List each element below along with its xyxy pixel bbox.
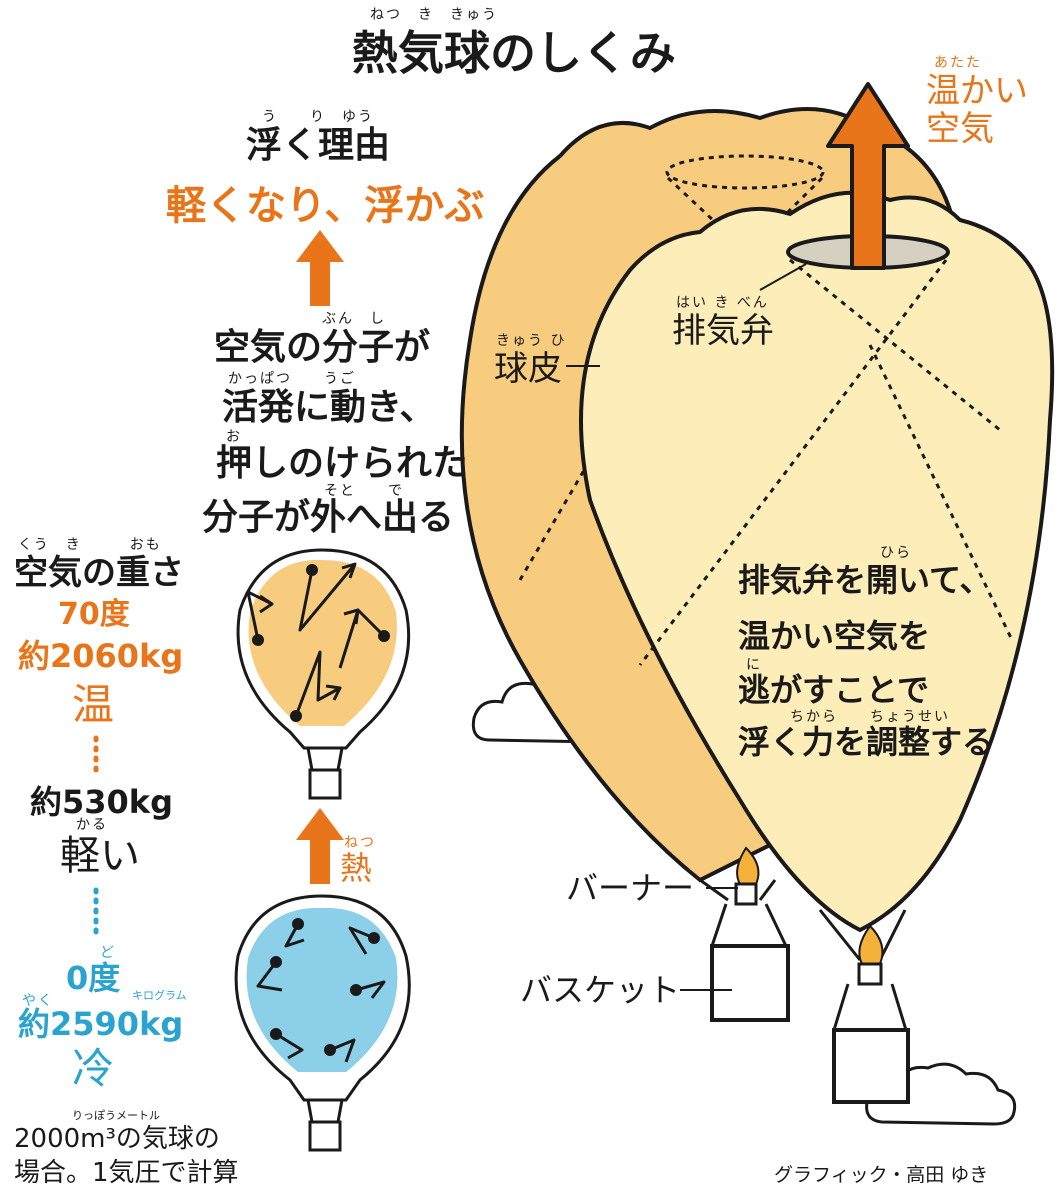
molecule-line-3: 押しのけられた <box>216 443 469 484</box>
warm-balloon-small <box>236 548 411 800</box>
basket-back <box>710 944 790 1022</box>
footnote-line-1: 2000m³の気球の <box>14 1124 220 1154</box>
molecule-ruby-3: お <box>226 429 242 445</box>
burner-flame-front <box>858 924 884 969</box>
basket-front <box>832 1028 910 1104</box>
valve-note-line-2: 温かい空気を <box>738 617 931 655</box>
graphic-credit: グラフィック・高田 ゆき <box>774 1164 989 1186</box>
hot-weight: 約2060kg <box>18 637 184 675</box>
valve-note-ruby-4: ちから ちょうせい <box>790 709 950 725</box>
molecule-ruby-2: かっぱつ うご <box>228 371 356 387</box>
footnote-ruby: りっぽうメートル <box>72 1109 160 1122</box>
page-title: 熱気球のしくみ <box>352 26 676 80</box>
envelope-ruby: きゅう ひ <box>496 333 567 349</box>
molecule-line-4: 分子が外へ出る <box>202 497 455 538</box>
reason-result: 軽くなり、浮かぶ <box>166 183 485 229</box>
valve-ruby: はい き べん <box>676 295 769 311</box>
kg-ruby: キログラム <box>132 989 187 1002</box>
warm-air-arrow <box>826 82 910 270</box>
molecule-line-1: 空気の分子が <box>214 327 431 368</box>
hot-temp: 70度 <box>58 597 130 632</box>
valve-note-ruby-3: に <box>746 657 762 673</box>
heat-label: 熱 <box>340 849 373 887</box>
weight-ruby: くう き おも <box>18 537 162 553</box>
valve-note-line-3: 逃がすことで <box>738 671 930 709</box>
light-label: 軽い <box>60 833 140 879</box>
valve-note-ruby-1: ひら <box>880 545 912 561</box>
reason-ruby: う り ゆう <box>262 109 374 125</box>
burner-label: バーナー <box>566 869 695 907</box>
molecule-ruby-1: ぶん し <box>322 311 386 327</box>
envelope-label: 球皮 <box>494 349 562 389</box>
cold-weight: 約2590kg <box>18 1005 184 1043</box>
weight-diff: 約530kg <box>30 783 173 821</box>
valve-leader <box>759 263 807 291</box>
title-ruby: ねつ き きゅう <box>370 7 498 23</box>
cold-label: 冷 <box>72 1044 115 1093</box>
weight-heading: 空気の重さ <box>14 553 184 593</box>
reason-heading: 浮く理由 <box>246 125 391 166</box>
warm-air-label-1: 温かい <box>926 71 1028 111</box>
footnote-line-2: 場合。1気圧で計算 <box>14 1158 239 1188</box>
heat-arrow <box>296 808 344 884</box>
warm-air-label-2: 空気 <box>926 109 994 149</box>
hot-label: 温 <box>72 680 115 729</box>
warm-air-ruby: あたた <box>934 55 982 71</box>
balloon-front <box>579 190 1055 1104</box>
valve-note-line-4: 浮く力を調整する <box>738 723 995 761</box>
molecule-line-2: 活発に動き、 <box>222 387 436 428</box>
valve-note-line-1: 排気弁を開いて、 <box>738 561 992 599</box>
cold-weight-ruby: やく <box>22 993 54 1009</box>
rise-arrow <box>296 230 344 306</box>
heat-ruby: ねつ <box>344 835 376 851</box>
cold-temp-ruby: ど <box>100 945 116 961</box>
light-ruby: かる <box>76 817 108 833</box>
basket-label: バスケット <box>520 971 681 1009</box>
balloon-front-envelope <box>579 190 1055 933</box>
valve-label: 排気弁 <box>672 311 774 351</box>
cold-temp: 0度 <box>66 959 121 997</box>
molecule-ruby-4: そと で <box>324 483 404 499</box>
cold-balloon-small <box>234 894 411 1152</box>
balloon-back-valve <box>665 154 825 190</box>
